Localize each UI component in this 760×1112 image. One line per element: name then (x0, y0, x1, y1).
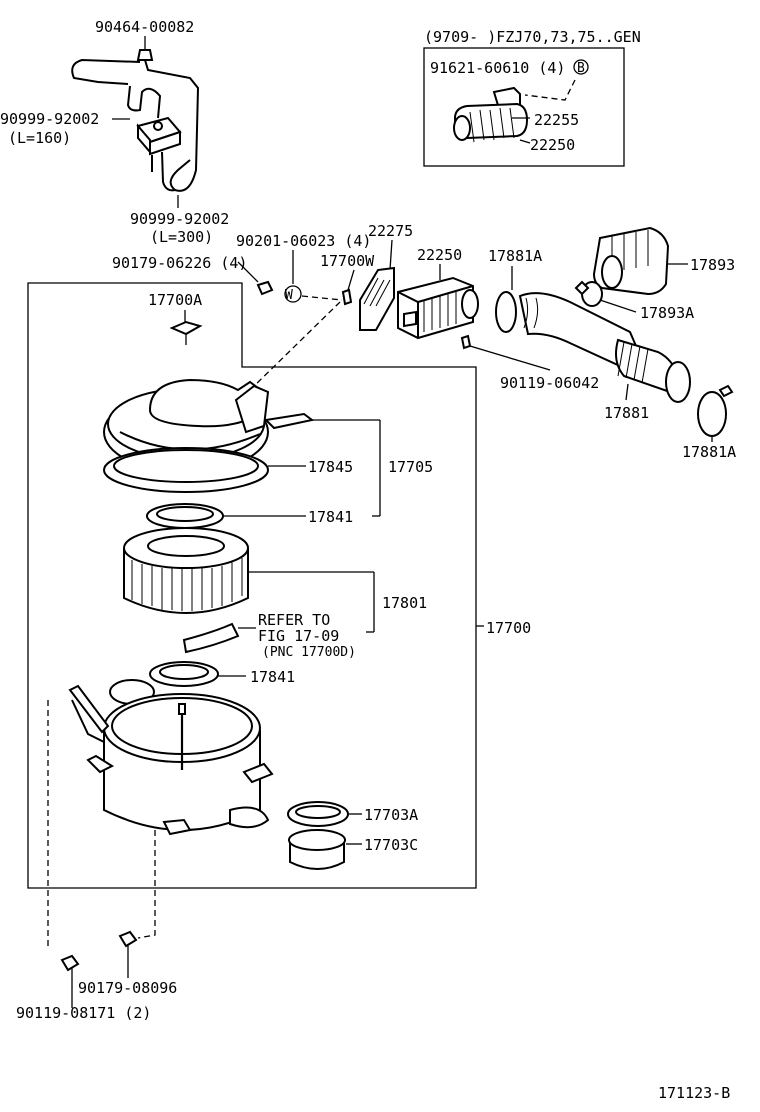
label-17893: 17893 (690, 256, 735, 274)
label-l-160: (L=160) (8, 129, 71, 147)
b-mark: B (577, 61, 585, 76)
assembly-17700-boundary (27, 282, 477, 889)
inset-header: (9709- )FZJ70,73,75..GEN (424, 28, 641, 46)
intake-hose-group: 17881A 17881 17881A 17893 17893A (488, 226, 736, 461)
label-90999-92002-b: 90999-92002 (130, 210, 229, 228)
w-mark: W (285, 288, 293, 303)
air-cleaner-case (68, 679, 274, 836)
label-17841-a: 17841 (308, 508, 353, 526)
label-22250: 22250 (417, 246, 462, 264)
label-90464-00082: 90464-00082 (95, 18, 194, 36)
figure-id: 171123-B (658, 1084, 730, 1102)
label-22255: 22255 (534, 111, 579, 129)
refer-line-1: REFER TO (258, 611, 330, 629)
vacuum-hose-assembly: 90464-00082 90999-92002 (L=160) 90999-92… (0, 18, 229, 246)
label-17841-b: 17841 (250, 668, 295, 686)
label-17700A: 17700A (148, 291, 202, 309)
airflow-meter-group: 90201-06023 (4) W 90179-06226 (4) 22275 … (112, 222, 599, 392)
filter-element-17801 (123, 527, 249, 614)
label-17893A: 17893A (640, 304, 694, 322)
label-90179-08096: 90179-08096 (78, 979, 177, 997)
label-22275: 22275 (368, 222, 413, 240)
label-91621-60610: 91621-60610 (4) (430, 59, 565, 77)
part-17703C (288, 829, 346, 870)
refer-line-2: FIG 17-09 (258, 627, 339, 645)
label-17881: 17881 (604, 404, 649, 422)
refer-line-3: (PNC 17700D) (262, 645, 356, 660)
label-17703C: 17703C (364, 836, 418, 854)
label-90179-06226: 90179-06226 (4) (112, 254, 247, 272)
label-17703A: 17703A (364, 806, 418, 824)
label-17705: 17705 (388, 458, 433, 476)
label-l-300: (L=300) (150, 228, 213, 246)
clip-90179-08096 (118, 930, 138, 948)
label-90119-08171: 90119-08171 (2) (16, 1004, 151, 1022)
bolt-90119-08171 (60, 954, 80, 972)
label-17881A-a: 17881A (488, 247, 542, 265)
label-22250-inset: 22250 (530, 136, 575, 154)
label-17801: 17801 (382, 594, 427, 612)
label-90119-06042: 90119-06042 (500, 374, 599, 392)
label-90201-06023: 90201-06023 (4) (236, 232, 371, 250)
gasket-17845 (103, 447, 269, 493)
inset-box: (9709- )FZJ70,73,75..GEN 91621-60610 (4)… (423, 28, 641, 167)
label-17845: 17845 (308, 458, 353, 476)
label-17700: 17700 (486, 619, 531, 637)
label-90999-92002-a: 90999-92002 (0, 110, 99, 128)
label-17700W: 17700W (320, 252, 375, 270)
label-17881A-b: 17881A (682, 443, 736, 461)
